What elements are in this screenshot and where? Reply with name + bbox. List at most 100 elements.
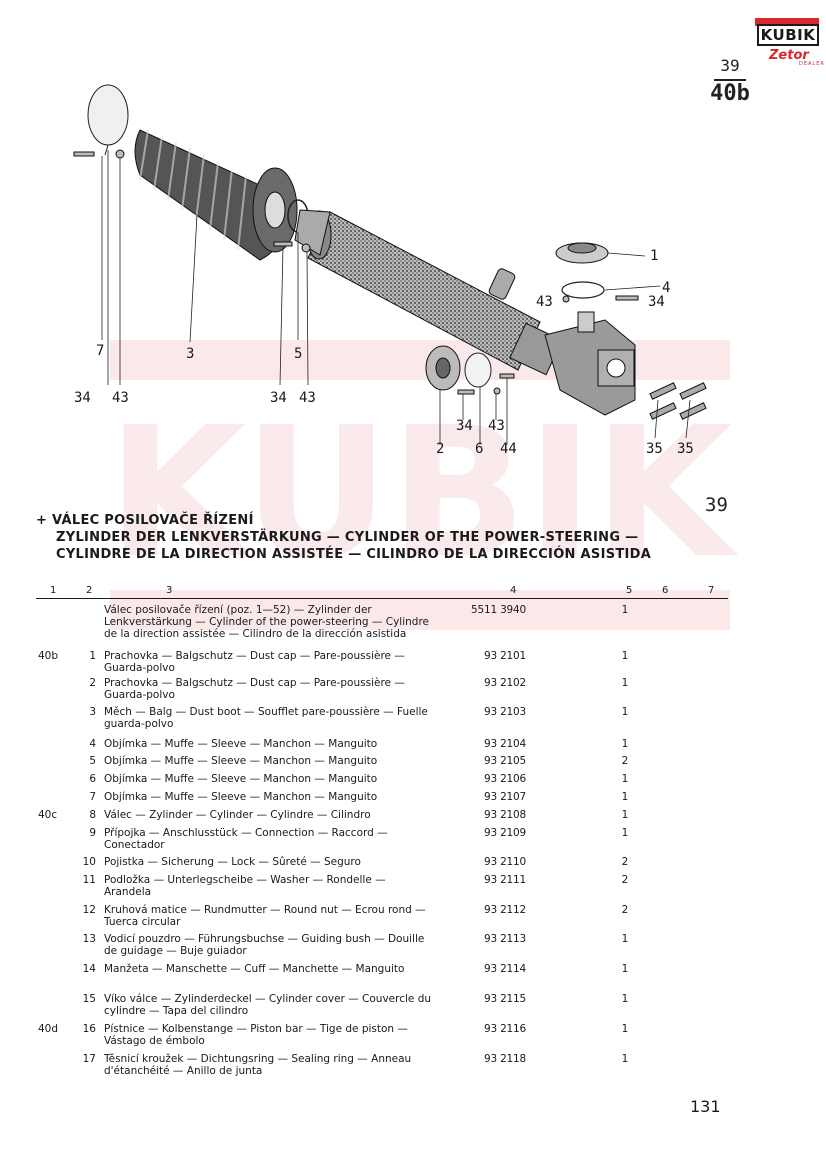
row-qty: 2 — [621, 904, 629, 916]
logo-zetor-text: Zetor — [769, 48, 809, 63]
row-qty: 1 — [621, 791, 629, 803]
row-qty: 1 — [621, 827, 629, 839]
callout-1: 1 — [650, 248, 659, 264]
callout-43-b: 43 — [299, 390, 316, 406]
row-pos: 14 — [82, 963, 96, 975]
row-qty: 1 — [621, 604, 629, 616]
callout-5: 5 — [294, 346, 303, 362]
callout-35-b: 35 — [677, 441, 694, 457]
end-fitting-assembly — [509, 311, 636, 416]
row-desc: Těsnicí kroužek — Dichtungsring — Sealin… — [104, 1053, 412, 1077]
row-desc: Manžeta — Manschette — Cuff — Manchette … — [104, 963, 405, 975]
row-pos: 16 — [82, 1023, 96, 1035]
row-qty: 1 — [621, 993, 629, 1005]
cylinder-body-8 — [294, 209, 541, 371]
row-desc: Válec posilovače řízení (poz. 1—52) — Zy… — [104, 604, 429, 640]
column-header-7: 7 — [708, 585, 715, 596]
row-part-number: 93 2118 — [483, 1053, 526, 1065]
row-part-number: 93 2113 — [483, 933, 526, 945]
row-qty: 1 — [621, 1023, 629, 1035]
row-part-number: 93 2108 — [483, 809, 526, 821]
row-pos: 13 — [82, 933, 96, 945]
row-desc: Přípojka — Anschlusstück — Connection — … — [104, 827, 388, 851]
row-part-number: 93 2111 — [483, 874, 526, 886]
row-desc: Pojistka — Sicherung — Lock — Sûreté — S… — [104, 856, 361, 868]
row-ref: 40d — [38, 1023, 59, 1035]
row-part-number: 93 2109 — [483, 827, 526, 839]
row-qty: 1 — [621, 933, 629, 945]
callout-2: 2 — [436, 441, 445, 457]
row-qty: 1 — [621, 963, 629, 975]
kubik-zetor-logo: KUBIK Zetor DEALER — [755, 8, 824, 70]
row-qty: 2 — [621, 856, 629, 868]
row-qty: 2 — [621, 755, 629, 767]
column-header-1: 1 — [50, 585, 57, 596]
row-part-number: 93 2114 — [483, 963, 526, 975]
row-desc: Kruhová matice — Rundmutter — Round nut … — [104, 904, 426, 928]
row-ref: 40c — [38, 809, 58, 821]
row-qty: 1 — [621, 809, 629, 821]
row-pos: 15 — [82, 993, 96, 1005]
dust-boot-3 — [134, 129, 298, 261]
row-qty: 2 — [621, 874, 629, 886]
row-desc: Prachovka — Balgschutz — Dust cap — Pare… — [104, 677, 405, 701]
row-pos: 8 — [89, 809, 96, 821]
page-reference: 39 40b — [700, 52, 760, 106]
row-desc: Objímka — Muffe — Sleeve — Manchon — Man… — [104, 773, 378, 785]
logo-red-bar — [755, 18, 819, 26]
row-desc: Měch — Balg — Dust boot — Soufflet pare-… — [104, 706, 428, 730]
title-german-english: ZYLINDER DER LENKVERSTÄRKUNG — CYLINDER … — [56, 530, 639, 545]
row-desc: Válec — Zylinder — Cylinder — Cylindre —… — [104, 809, 371, 821]
callout-34-b: 34 — [270, 390, 287, 406]
row-part-number: 93 2101 — [483, 650, 526, 662]
callout-6: 6 — [475, 441, 484, 457]
callout-35-a: 35 — [646, 441, 663, 457]
row-qty: 1 — [621, 1053, 629, 1065]
header-rule — [36, 598, 728, 599]
sleeve-6 — [464, 352, 492, 388]
figure-number: 39 — [705, 494, 728, 516]
callout-4: 4 — [662, 280, 671, 296]
row-pos: 17 — [82, 1053, 96, 1065]
row-qty: 1 — [621, 738, 629, 750]
title-czech: + VÁLEC POSILOVAČE ŘÍZENÍ — [36, 513, 254, 528]
row-pos: 6 — [89, 773, 96, 785]
callout-34-a: 34 — [74, 390, 91, 406]
studs-35 — [649, 382, 707, 420]
exploded-view-diagram — [73, 84, 707, 445]
row-pos: 1 — [89, 650, 96, 662]
row-part-number: 93 2115 — [483, 993, 526, 1005]
column-header-3: 3 — [166, 585, 173, 596]
row-pos: 2 — [89, 677, 96, 689]
row-desc: Vodicí pouzdro — Führungsbuchse — Guidin… — [104, 933, 425, 957]
callout-43-c: 43 — [488, 418, 505, 434]
callout-7: 7 — [96, 343, 105, 359]
logo-kubik-text: KUBIK — [757, 24, 819, 46]
row-part-number: 93 2116 — [483, 1023, 526, 1035]
page-ref-top: 39 — [714, 56, 746, 81]
callout-43-right: 43 — [536, 294, 553, 310]
small-fasteners — [73, 149, 639, 395]
callout-43-a: 43 — [112, 390, 129, 406]
row-qty: 1 — [621, 773, 629, 785]
row-desc: Objímka — Muffe — Sleeve — Manchon — Man… — [104, 791, 378, 803]
kubik-watermark: KUBIK — [107, 340, 739, 630]
row-ref: 40b — [38, 650, 59, 662]
row-desc: Víko válce — Zylinderdeckel — Cylinder c… — [104, 993, 432, 1017]
row-desc: Objímka — Muffe — Sleeve — Manchon — Man… — [104, 738, 378, 750]
row-part-number: 93 2107 — [483, 791, 526, 803]
column-headers: 1 2 3 4 5 6 7 — [36, 585, 726, 600]
watermark-text: KUBIK — [107, 389, 739, 598]
dust-cap-1 — [555, 242, 609, 264]
row-pos: 7 — [89, 791, 96, 803]
row-pos: 10 — [82, 856, 96, 868]
page-number: 131 — [690, 1097, 721, 1116]
row-part-number: 93 2104 — [483, 738, 526, 750]
row-qty: 1 — [621, 677, 629, 689]
row-part-number: 93 2106 — [483, 773, 526, 785]
row-qty: 1 — [621, 650, 629, 662]
callout-34-c: 34 — [456, 418, 473, 434]
row-pos: 9 — [89, 827, 96, 839]
row-pos: 3 — [89, 706, 96, 718]
row-desc: Pístnice — Kolbenstange — Piston bar — T… — [104, 1023, 408, 1047]
